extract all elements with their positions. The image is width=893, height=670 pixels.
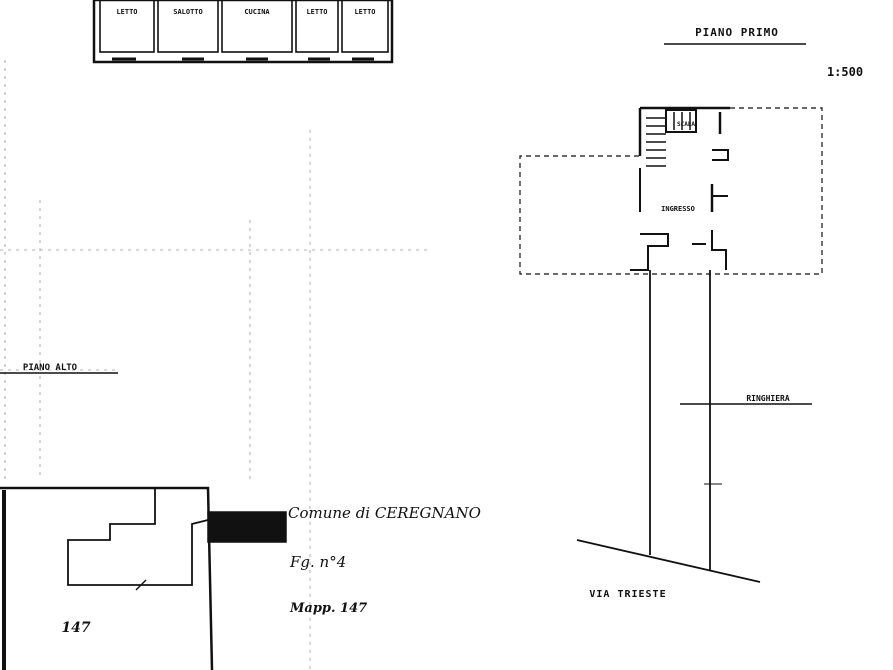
top-floor-plan [92, 0, 394, 64]
room-label-2: SALOTTO [173, 8, 203, 16]
balcony-label: RINGHIERA [746, 394, 790, 403]
parcel-number: 147 [61, 620, 90, 636]
mappale-line: Mapp. 147 [289, 601, 367, 616]
room-label-4: LETTO [306, 8, 327, 16]
room-label-5: LETTO [354, 8, 375, 16]
room-label-1: LETTO [116, 8, 137, 16]
cadastral-parcel [0, 486, 287, 670]
floor-title: PIANO PRIMO [695, 26, 779, 39]
room-label-3: CUCINA [244, 8, 270, 16]
stair [646, 109, 722, 167]
building-outline-dashed [519, 107, 823, 275]
foglio-line: Fg. n°4 [289, 553, 346, 571]
scan-grid [0, 60, 430, 670]
comune-line: Comune di CEREGNANO [288, 504, 481, 522]
scale-label: 1:500 [827, 65, 863, 79]
street-label: VIA TRIESTE [589, 589, 666, 600]
first-floor-plan [576, 106, 812, 583]
corridor-label: INGRESSO [661, 205, 695, 213]
stair-label: SCALA [677, 121, 695, 128]
left-section-label: PIANO ALTO [23, 363, 78, 373]
